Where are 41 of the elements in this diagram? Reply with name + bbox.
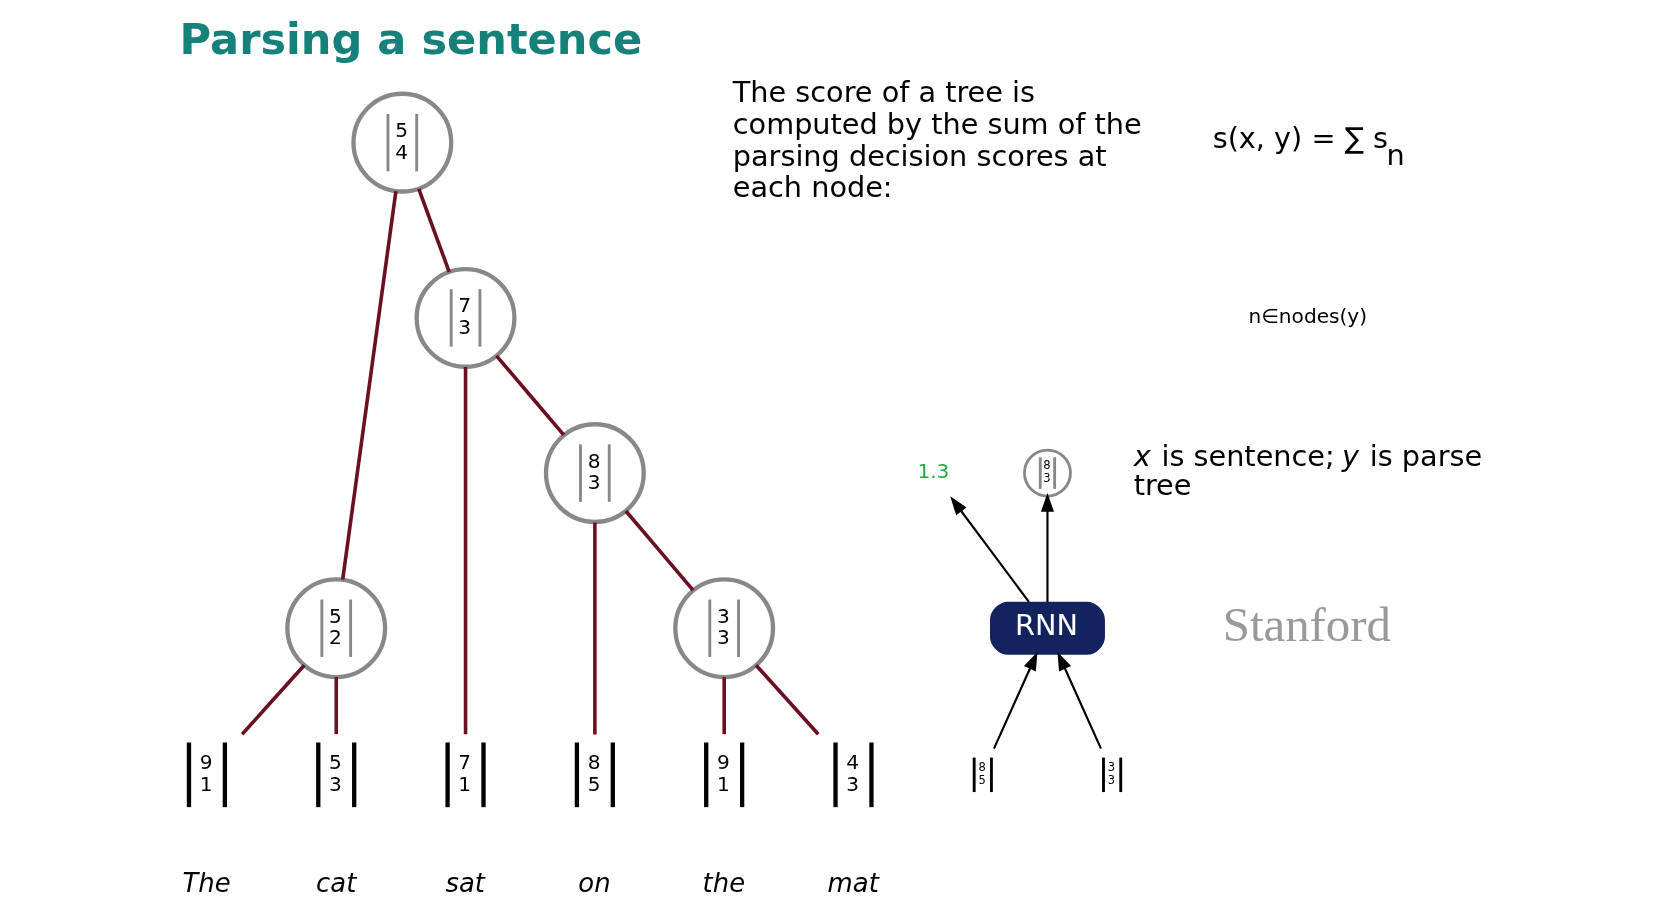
label: The score of a tree is computed by the sum of the parsing decision scores at each node: xyxy=(732,74,1142,204)
node-circle: 7 3 xyxy=(414,266,517,369)
label: n∈nodes(y) xyxy=(1248,303,1367,328)
node-label: sat xyxy=(444,867,485,898)
node-text: 4 3 xyxy=(845,749,859,796)
connector xyxy=(592,522,597,735)
node-text: 9 1 xyxy=(716,749,730,796)
node-label: on xyxy=(577,867,611,898)
node-circle: 5 2 xyxy=(284,576,387,679)
arrow xyxy=(949,495,1030,603)
connector xyxy=(240,663,306,735)
arrow xyxy=(1040,492,1054,602)
arrow xyxy=(1056,651,1102,749)
node-label: mat xyxy=(827,867,879,898)
diagram-title: Parsing a sentence xyxy=(179,13,642,64)
node-circle: 8 3 xyxy=(543,421,646,524)
label: Stanford xyxy=(1222,596,1391,652)
connector xyxy=(333,676,338,734)
node-text: 7 1 xyxy=(457,749,471,796)
arrow xyxy=(992,651,1038,749)
node-text: 1.3 xyxy=(916,458,949,483)
node-text: 9 1 xyxy=(199,749,213,796)
connector xyxy=(754,663,820,735)
node-box: RNN xyxy=(989,601,1105,655)
connector xyxy=(721,676,726,734)
node-label: cat xyxy=(315,867,356,898)
node-circle: 5 4 xyxy=(350,91,453,194)
connector xyxy=(340,190,398,580)
node-text: 8 5 xyxy=(977,759,986,787)
node-text: 3 3 xyxy=(1107,759,1115,787)
connector xyxy=(494,354,565,436)
node-circle: 8 3 xyxy=(1022,448,1072,497)
node-circle: 3 3 xyxy=(672,576,775,679)
node-label: The xyxy=(182,867,231,898)
node-text: 5 3 xyxy=(328,749,342,796)
label: x is sentence; y is parse tree xyxy=(1133,438,1482,502)
node-text: 8 5 xyxy=(587,749,600,796)
node-label: the xyxy=(702,867,745,898)
connector xyxy=(463,366,467,734)
connector xyxy=(623,509,694,591)
connector xyxy=(416,187,451,272)
